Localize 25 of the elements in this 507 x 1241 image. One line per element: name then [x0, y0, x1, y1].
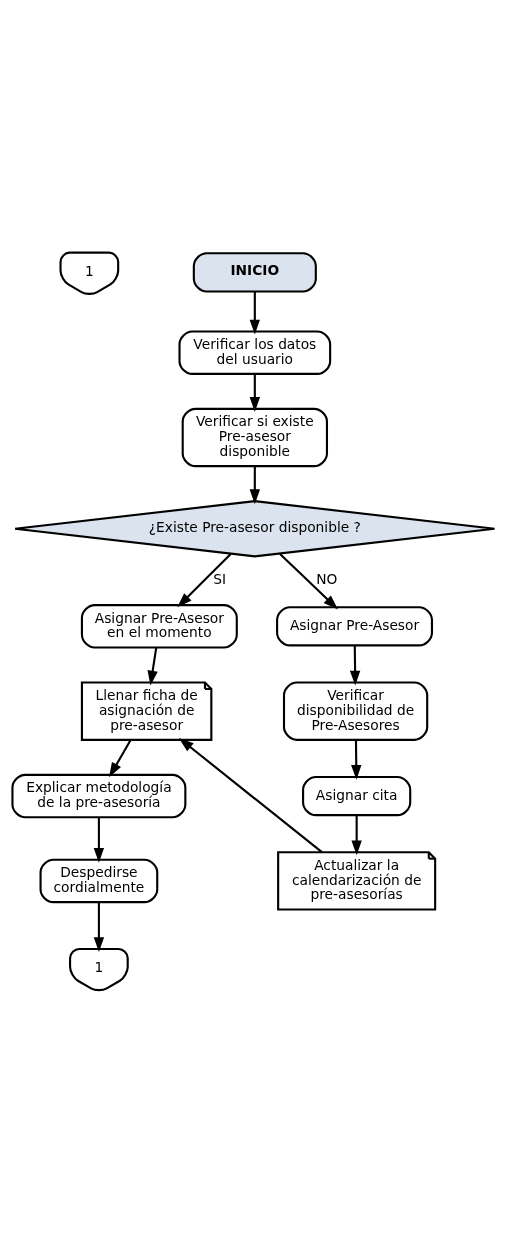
arrow [93, 902, 105, 953]
arrow [249, 466, 261, 505]
arrow [147, 647, 158, 686]
arrow [249, 374, 261, 412]
arrow [249, 291, 261, 335]
node-box: Explicar metodología de la pre-asesoría [11, 773, 187, 819]
node-diamond: ¿Existe Pre-asesor disponible ? [14, 500, 496, 558]
node-box: Asignar Pre-Asesor [276, 606, 433, 647]
arrow [279, 553, 338, 610]
arrow [93, 817, 105, 863]
node-box: Verificar los datos del usuario [178, 330, 332, 375]
node-box: Despedirse cordialmente [39, 858, 159, 904]
arrow [351, 740, 362, 780]
node-box: Asignar Pre-Asesor en el momento [80, 604, 238, 649]
node-box: Asignar cita [302, 775, 412, 817]
edge-label: NO [316, 571, 338, 588]
edge-label: SI [213, 571, 227, 588]
arrow [109, 739, 132, 778]
arrow [349, 645, 361, 686]
node-box: Verificar disponibilidad de Pre-Asesores [282, 681, 429, 741]
node-box: Verificar si existe Pre-asesor disponible [181, 407, 328, 468]
arrow [177, 553, 232, 608]
node-box: INICIO [192, 252, 317, 293]
arrow [178, 737, 323, 853]
arrow [351, 815, 362, 856]
